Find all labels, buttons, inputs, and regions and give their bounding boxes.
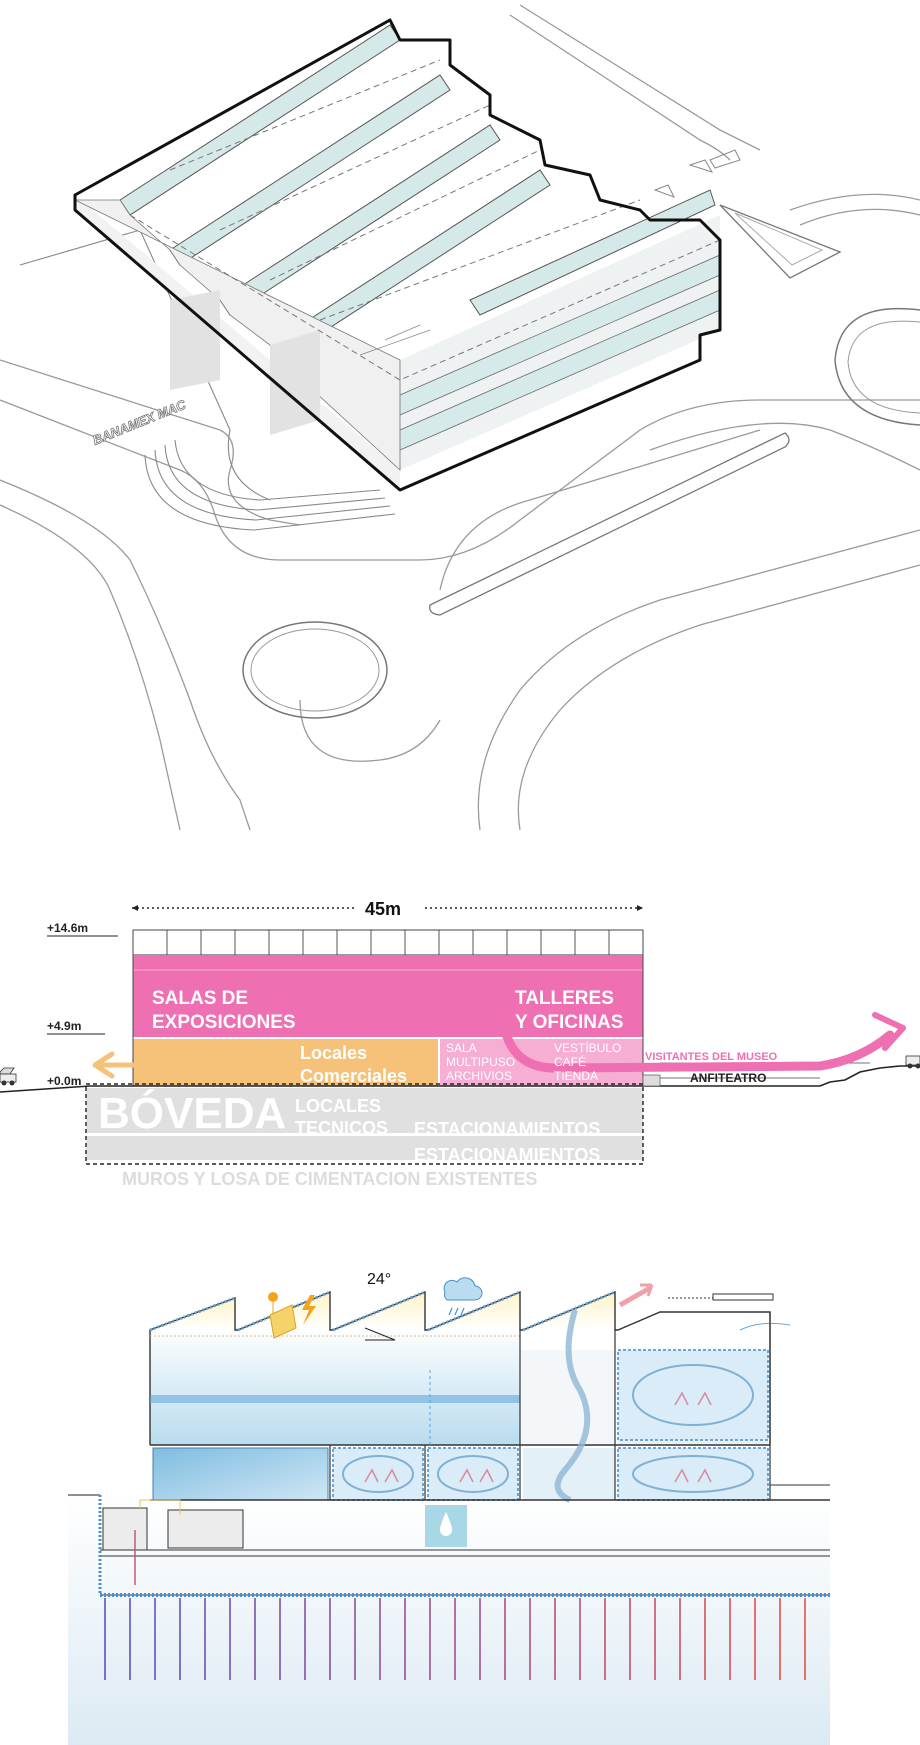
water-tank bbox=[152, 1447, 329, 1501]
lightning-icon bbox=[302, 1295, 316, 1325]
basement-room bbox=[102, 1507, 148, 1551]
visitantes-comerciales-label: VISITANTENS COMERCIALES bbox=[142, 1050, 223, 1075]
locales-comerciales-label: Locales Comerciales bbox=[300, 1043, 408, 1086]
ground-line bbox=[0, 1065, 920, 1093]
exhaust-arrow bbox=[618, 1285, 652, 1308]
axonometric-view: BANAMEX MAC bbox=[0, 0, 920, 830]
axonometric-drawing: BANAMEX MAC bbox=[0, 4, 920, 830]
museum-visitor-arrow bbox=[348, 979, 906, 1073]
car-icon bbox=[905, 1055, 920, 1069]
solar-panel-icon bbox=[269, 1304, 297, 1339]
basement-room bbox=[167, 1509, 244, 1549]
roof-lights bbox=[132, 929, 644, 956]
level-ground: +0.0m bbox=[47, 1074, 82, 1088]
locales-tecnicos-label: LOCALES TECNICOS bbox=[295, 1096, 389, 1138]
level-mid: +4.9m bbox=[47, 1019, 82, 1033]
salas-label: SALAS DE EXPOSICIONES bbox=[152, 988, 296, 1033]
muros-label: MUROS Y LOSA DE CIMENTACION EXISTENTES bbox=[122, 1169, 538, 1189]
vestibulo-label: VESTÍBULO CAFÉ TIENDA bbox=[554, 1041, 622, 1083]
angle-indicator bbox=[364, 1327, 396, 1341]
span-label: 45m bbox=[365, 899, 402, 919]
street-lines bbox=[0, 4, 920, 830]
angle-label: 24° bbox=[367, 1271, 392, 1288]
road-arrow bbox=[688, 159, 714, 173]
median-strip bbox=[429, 432, 790, 616]
exhibition-zone bbox=[133, 955, 643, 1037]
air-circulation bbox=[342, 1364, 754, 1493]
estacionamientos-upper-label: ESTACIONAMIENTOS bbox=[414, 1119, 601, 1139]
traffic-island bbox=[719, 204, 842, 279]
roundabout-small bbox=[242, 621, 388, 719]
section-drawing bbox=[0, 905, 920, 1165]
talleres-label: TALLERES Y OFICINAS bbox=[515, 988, 624, 1033]
parking-zone bbox=[86, 1136, 643, 1160]
basement-outline bbox=[85, 1083, 644, 1165]
vault-zone bbox=[86, 1088, 643, 1133]
energy-section: 24° bbox=[0, 1250, 920, 1745]
anfiteatro-label: ANFITEATRO bbox=[690, 1071, 767, 1085]
energy-drawing bbox=[68, 1277, 830, 1745]
geothermal-piles bbox=[104, 1598, 806, 1680]
rain-cloud-icon bbox=[443, 1277, 483, 1316]
dashed-outlines bbox=[129, 59, 721, 381]
stack-ventilation bbox=[554, 1309, 591, 1503]
roundabout-large bbox=[834, 307, 920, 426]
sala-multiuso-label: SALA MULTIPUSO ARCHIVIOS bbox=[446, 1041, 516, 1083]
upper-hall bbox=[150, 1325, 520, 1445]
car-icon bbox=[0, 1067, 17, 1086]
estacionamientos-lower-label: ESTACIONAMIENTOS bbox=[414, 1145, 601, 1165]
building-section: 45m +14.6m +4.9m +0.0m SALAS DE EXPOSICI… bbox=[0, 870, 920, 1210]
level-top: +14.6m bbox=[47, 921, 89, 935]
boveda-label: BÓVEDA bbox=[98, 1089, 287, 1138]
water-drop-icon bbox=[440, 1512, 452, 1536]
visitor-commercial-arrow bbox=[92, 1051, 268, 1079]
plaza-arcs bbox=[19, 229, 396, 531]
visitantes-museo-label: VISITANTES DEL MUSEO bbox=[645, 1051, 778, 1063]
building-outline bbox=[73, 18, 722, 492]
